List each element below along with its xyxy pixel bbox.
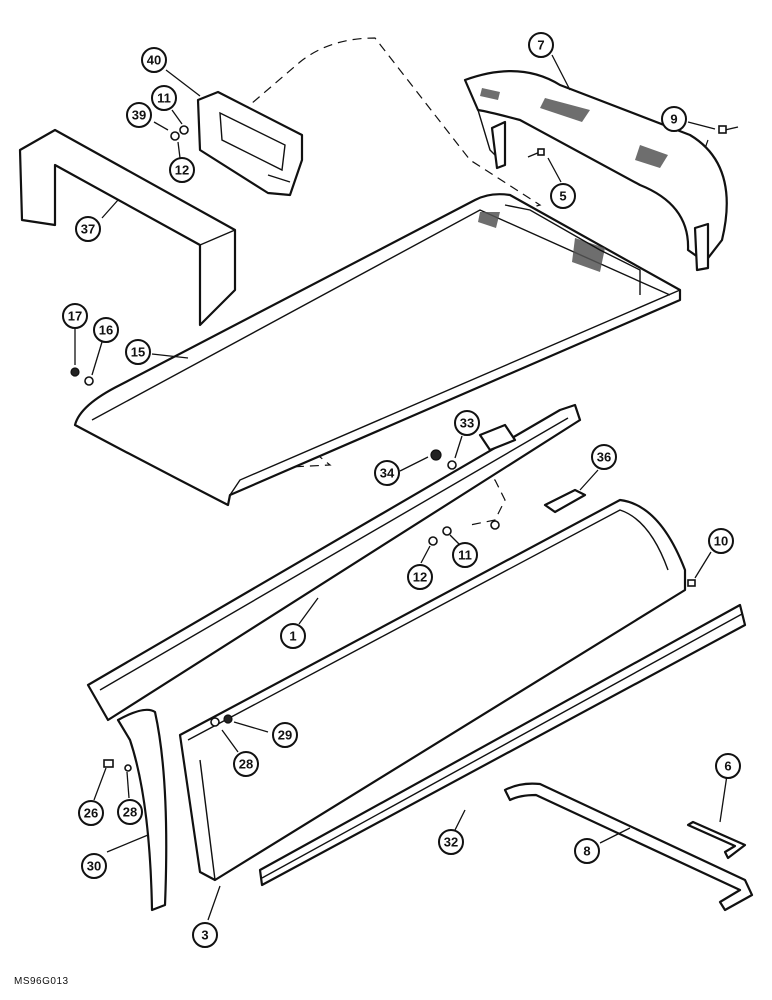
svg-text:39: 39	[132, 108, 146, 123]
svg-text:12: 12	[413, 570, 427, 585]
svg-text:36: 36	[597, 450, 611, 465]
callout-11-top: 11	[151, 85, 177, 111]
svg-text:1: 1	[289, 629, 296, 644]
callout-15: 15	[125, 339, 151, 365]
callout-28-left: 28	[117, 799, 143, 825]
callout-26: 26	[78, 800, 104, 826]
svg-text:6: 6	[724, 759, 731, 774]
callout-9: 9	[661, 106, 687, 132]
svg-text:16: 16	[99, 323, 113, 338]
svg-text:40: 40	[147, 53, 161, 68]
svg-text:30: 30	[87, 859, 101, 874]
callout-34: 34	[374, 460, 400, 486]
callout-12-top: 12	[169, 157, 195, 183]
callout-33: 33	[454, 410, 480, 436]
part-32-trim-strip	[258, 603, 747, 887]
part-6-l-wrench	[686, 820, 747, 860]
callout-16: 16	[93, 317, 119, 343]
part-3-side-panel	[178, 498, 687, 882]
part-7-top-shroud	[463, 70, 728, 272]
callout-30: 30	[81, 853, 107, 879]
svg-text:10: 10	[714, 534, 728, 549]
callout-6: 6	[715, 753, 741, 779]
callout-39: 39	[126, 102, 152, 128]
leader-lines	[74, 54, 728, 921]
callout-17: 17	[62, 303, 88, 329]
svg-text:5: 5	[559, 189, 566, 204]
part-8-rod	[503, 782, 754, 912]
svg-text:17: 17	[68, 309, 82, 324]
part-37-u-cover	[18, 128, 237, 327]
part-15-roof-panel	[73, 193, 682, 507]
svg-text:12: 12	[175, 163, 189, 178]
part-40-plate	[196, 90, 304, 197]
callout-29: 29	[272, 722, 298, 748]
svg-text:3: 3	[201, 928, 208, 943]
callout-37: 37	[75, 216, 101, 242]
svg-text:11: 11	[458, 548, 472, 563]
callout-40: 40	[141, 47, 167, 73]
callout-32: 32	[438, 829, 464, 855]
callout-3: 3	[192, 922, 218, 948]
svg-text:11: 11	[157, 91, 171, 106]
svg-text:26: 26	[84, 806, 98, 821]
svg-text:34: 34	[380, 466, 395, 481]
svg-text:15: 15	[131, 345, 145, 360]
part-30-curved-trim	[116, 708, 168, 912]
callout-10: 10	[708, 528, 734, 554]
svg-text:28: 28	[123, 805, 137, 820]
svg-text:29: 29	[278, 728, 292, 743]
svg-text:33: 33	[460, 416, 474, 431]
svg-text:8: 8	[583, 844, 590, 859]
svg-text:9: 9	[670, 112, 677, 127]
hardware-items	[70, 125, 739, 772]
svg-text:32: 32	[444, 835, 458, 850]
callout-11-mid: 11	[452, 542, 478, 568]
svg-text:7: 7	[537, 38, 544, 53]
svg-text:28: 28	[239, 757, 253, 772]
callout-12-mid: 12	[407, 564, 433, 590]
part-1-angle-rail	[86, 403, 582, 722]
part-36-block	[543, 488, 587, 514]
callout-36: 36	[591, 444, 617, 470]
callout-7: 7	[528, 32, 554, 58]
svg-text:37: 37	[81, 222, 95, 237]
callout-bubbles: 40 11 39 12 37 7 9 5 17 16 15 33 34 36 1…	[62, 32, 741, 948]
callout-28-right: 28	[233, 751, 259, 777]
figure-code: MS96G013	[14, 976, 69, 987]
callout-8: 8	[574, 838, 600, 864]
callout-5: 5	[550, 183, 576, 209]
callout-1: 1	[280, 623, 306, 649]
